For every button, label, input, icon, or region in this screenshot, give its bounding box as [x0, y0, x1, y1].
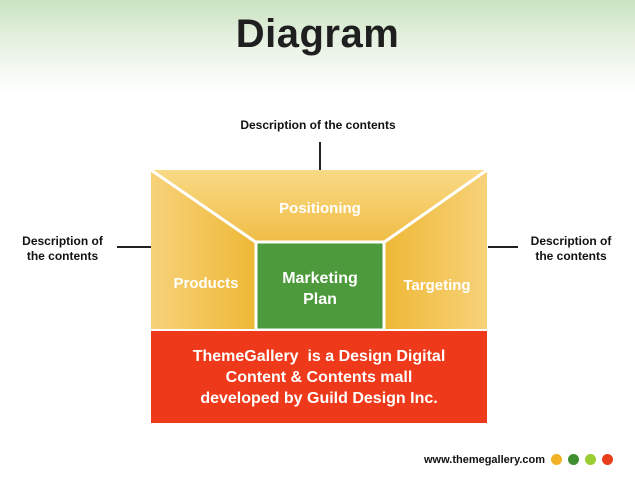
- positioning-label: Positioning: [279, 200, 361, 217]
- description-right-line1: Description of: [530, 234, 612, 248]
- targeting-label: Targeting: [403, 277, 471, 294]
- connector-top: [319, 142, 321, 170]
- description-top: Description of the contents: [240, 118, 396, 132]
- website-link[interactable]: www.themegallery.com: [424, 454, 546, 466]
- footer-text: ThemeGallery is a Design Digital Content…: [169, 346, 469, 409]
- divider-left: [150, 168, 258, 245]
- description-right-line2: the contents: [535, 249, 607, 263]
- dot-green: [568, 454, 579, 465]
- description-left-line2: the contents: [26, 249, 99, 263]
- dot-red: [602, 454, 613, 465]
- products-panel: [151, 170, 257, 329]
- description-right: Description of the contents: [516, 234, 626, 264]
- targeting-panel: [383, 170, 487, 329]
- description-left: Description of the contents: [10, 234, 115, 264]
- dot-yellow: [551, 454, 562, 465]
- footer-line1: ThemeGallery is a Design Digital: [192, 347, 446, 365]
- footer-line3: developed by Guild Design Inc.: [200, 389, 438, 407]
- divider-right: [382, 168, 488, 245]
- page-title: Diagram: [235, 12, 400, 56]
- marketing-plan-line1: Marketing: [282, 270, 358, 287]
- dot-lime: [585, 454, 596, 465]
- positioning-panel: [151, 170, 487, 243]
- connector-left: [117, 246, 151, 248]
- marketing-plan-line2: Plan: [303, 291, 337, 308]
- marketing-plan-label: Marketing Plan: [258, 268, 382, 310]
- footer-line2: Content & Contents mall: [225, 368, 413, 386]
- products-label: Products: [173, 275, 239, 292]
- connector-right: [488, 246, 518, 248]
- footer-banner: ThemeGallery is a Design Digital Content…: [151, 331, 487, 423]
- description-left-line1: Description of: [22, 234, 103, 248]
